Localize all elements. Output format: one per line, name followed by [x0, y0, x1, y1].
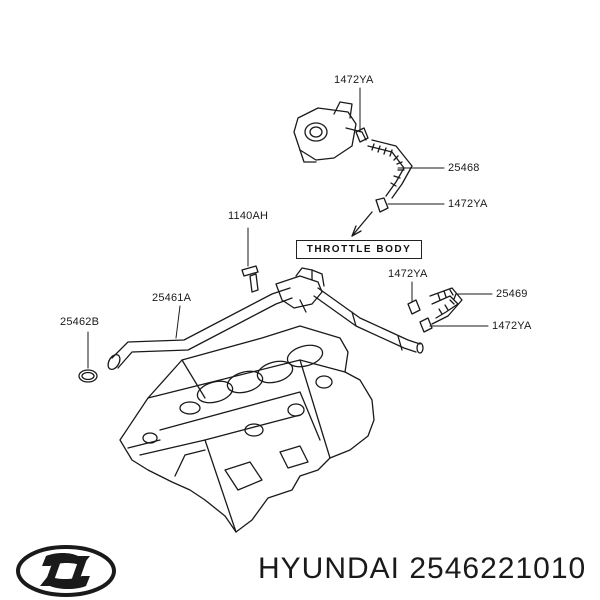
callout-1472ya-right: 1472YA	[388, 268, 428, 280]
clamp-right-lower	[419, 317, 433, 333]
clamp-mid	[375, 197, 389, 213]
callout-1472ya-top: 1472YA	[334, 74, 374, 86]
flow-arrow	[351, 211, 373, 237]
callout-25469: 25469	[496, 288, 528, 300]
leader-lines	[87, 87, 493, 369]
throttle-body	[293, 101, 367, 163]
callout-25468: 25468	[448, 162, 480, 174]
brand-part-number: HYUNDAI 2546221010	[258, 552, 587, 585]
hose-25469	[429, 287, 463, 325]
throttle-body-label: THROTTLE BODY	[296, 240, 422, 259]
callout-25462b: 25462B	[60, 316, 100, 328]
hose-25468	[367, 139, 413, 199]
engine-block	[119, 325, 375, 533]
clamp-right-upper	[407, 299, 421, 315]
callout-1472ya-mid: 1472YA	[448, 198, 488, 210]
callout-25461a: 25461A	[152, 292, 192, 304]
return-tube	[313, 287, 424, 354]
water-outlet-pipe	[107, 265, 325, 371]
callout-1140ah: 1140AH	[228, 210, 269, 222]
clamp-top	[355, 127, 369, 143]
callout-1472ya-low: 1472YA	[492, 320, 532, 332]
o-ring	[78, 369, 98, 383]
hyundai-logo-icon	[16, 545, 116, 597]
